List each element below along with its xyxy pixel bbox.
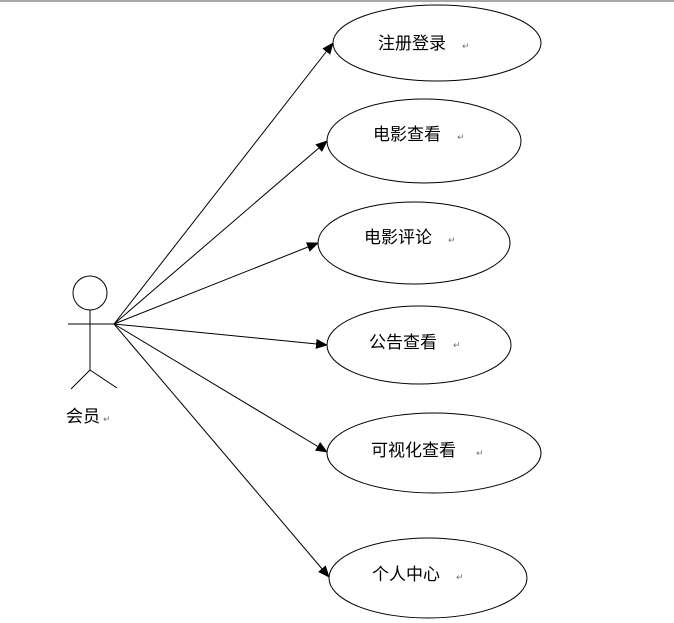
use-case-label: 个人中心 (372, 565, 440, 585)
use-case-label: 可视化查看 (371, 441, 456, 461)
association-movie-view (113, 140, 328, 325)
association-visual-view (113, 323, 328, 453)
association-movie-comment (113, 242, 319, 325)
association-register-login (113, 42, 334, 325)
use-case-ellipse (326, 305, 512, 385)
use-case-ellipse (326, 412, 542, 494)
use-case-paragraph-mark: ↵ (457, 133, 465, 143)
associations (113, 42, 334, 578)
use-case-paragraph-mark: ↵ (456, 573, 464, 583)
actor-member: 会员 ↵ (66, 275, 118, 427)
association-personal-center (113, 323, 330, 578)
use-case-label: 公告查看 (369, 333, 437, 353)
use-case-paragraph-mark: ↵ (476, 449, 484, 459)
use-case-notice-view: 公告查看 ↵ (326, 305, 512, 385)
use-case-register-login: 注册登录 ↵ (332, 4, 542, 82)
use-case-visual-view: 可视化查看 ↵ (326, 412, 542, 494)
top-border (0, 0, 674, 2)
association-notice-view (113, 323, 328, 349)
actor-head (72, 275, 108, 311)
use-case-ellipse (328, 537, 528, 619)
use-case-movie-comment: 电影评论 ↵ (317, 201, 511, 285)
use-case-label: 注册登录 (378, 34, 446, 54)
use-case-ellipse (326, 98, 522, 184)
use-case-paragraph-mark: ↵ (462, 42, 470, 52)
use-case-personal-center: 个人中心 ↵ (328, 537, 528, 619)
use-case-ellipse (317, 201, 511, 285)
actor-right-leg (89, 369, 118, 389)
actor-label: 会员 (66, 407, 100, 427)
use-case-ellipse (332, 4, 542, 82)
actor-paragraph-mark: ↵ (103, 415, 111, 425)
use-case-paragraph-mark: ↵ (448, 236, 456, 246)
use-case-label: 电影查看 (373, 125, 441, 145)
use-case-label: 电影评论 (364, 228, 432, 248)
use-case-paragraph-mark: ↵ (453, 341, 461, 351)
actor-left-leg (70, 369, 91, 390)
use-case-movie-view: 电影查看 ↵ (326, 98, 522, 184)
